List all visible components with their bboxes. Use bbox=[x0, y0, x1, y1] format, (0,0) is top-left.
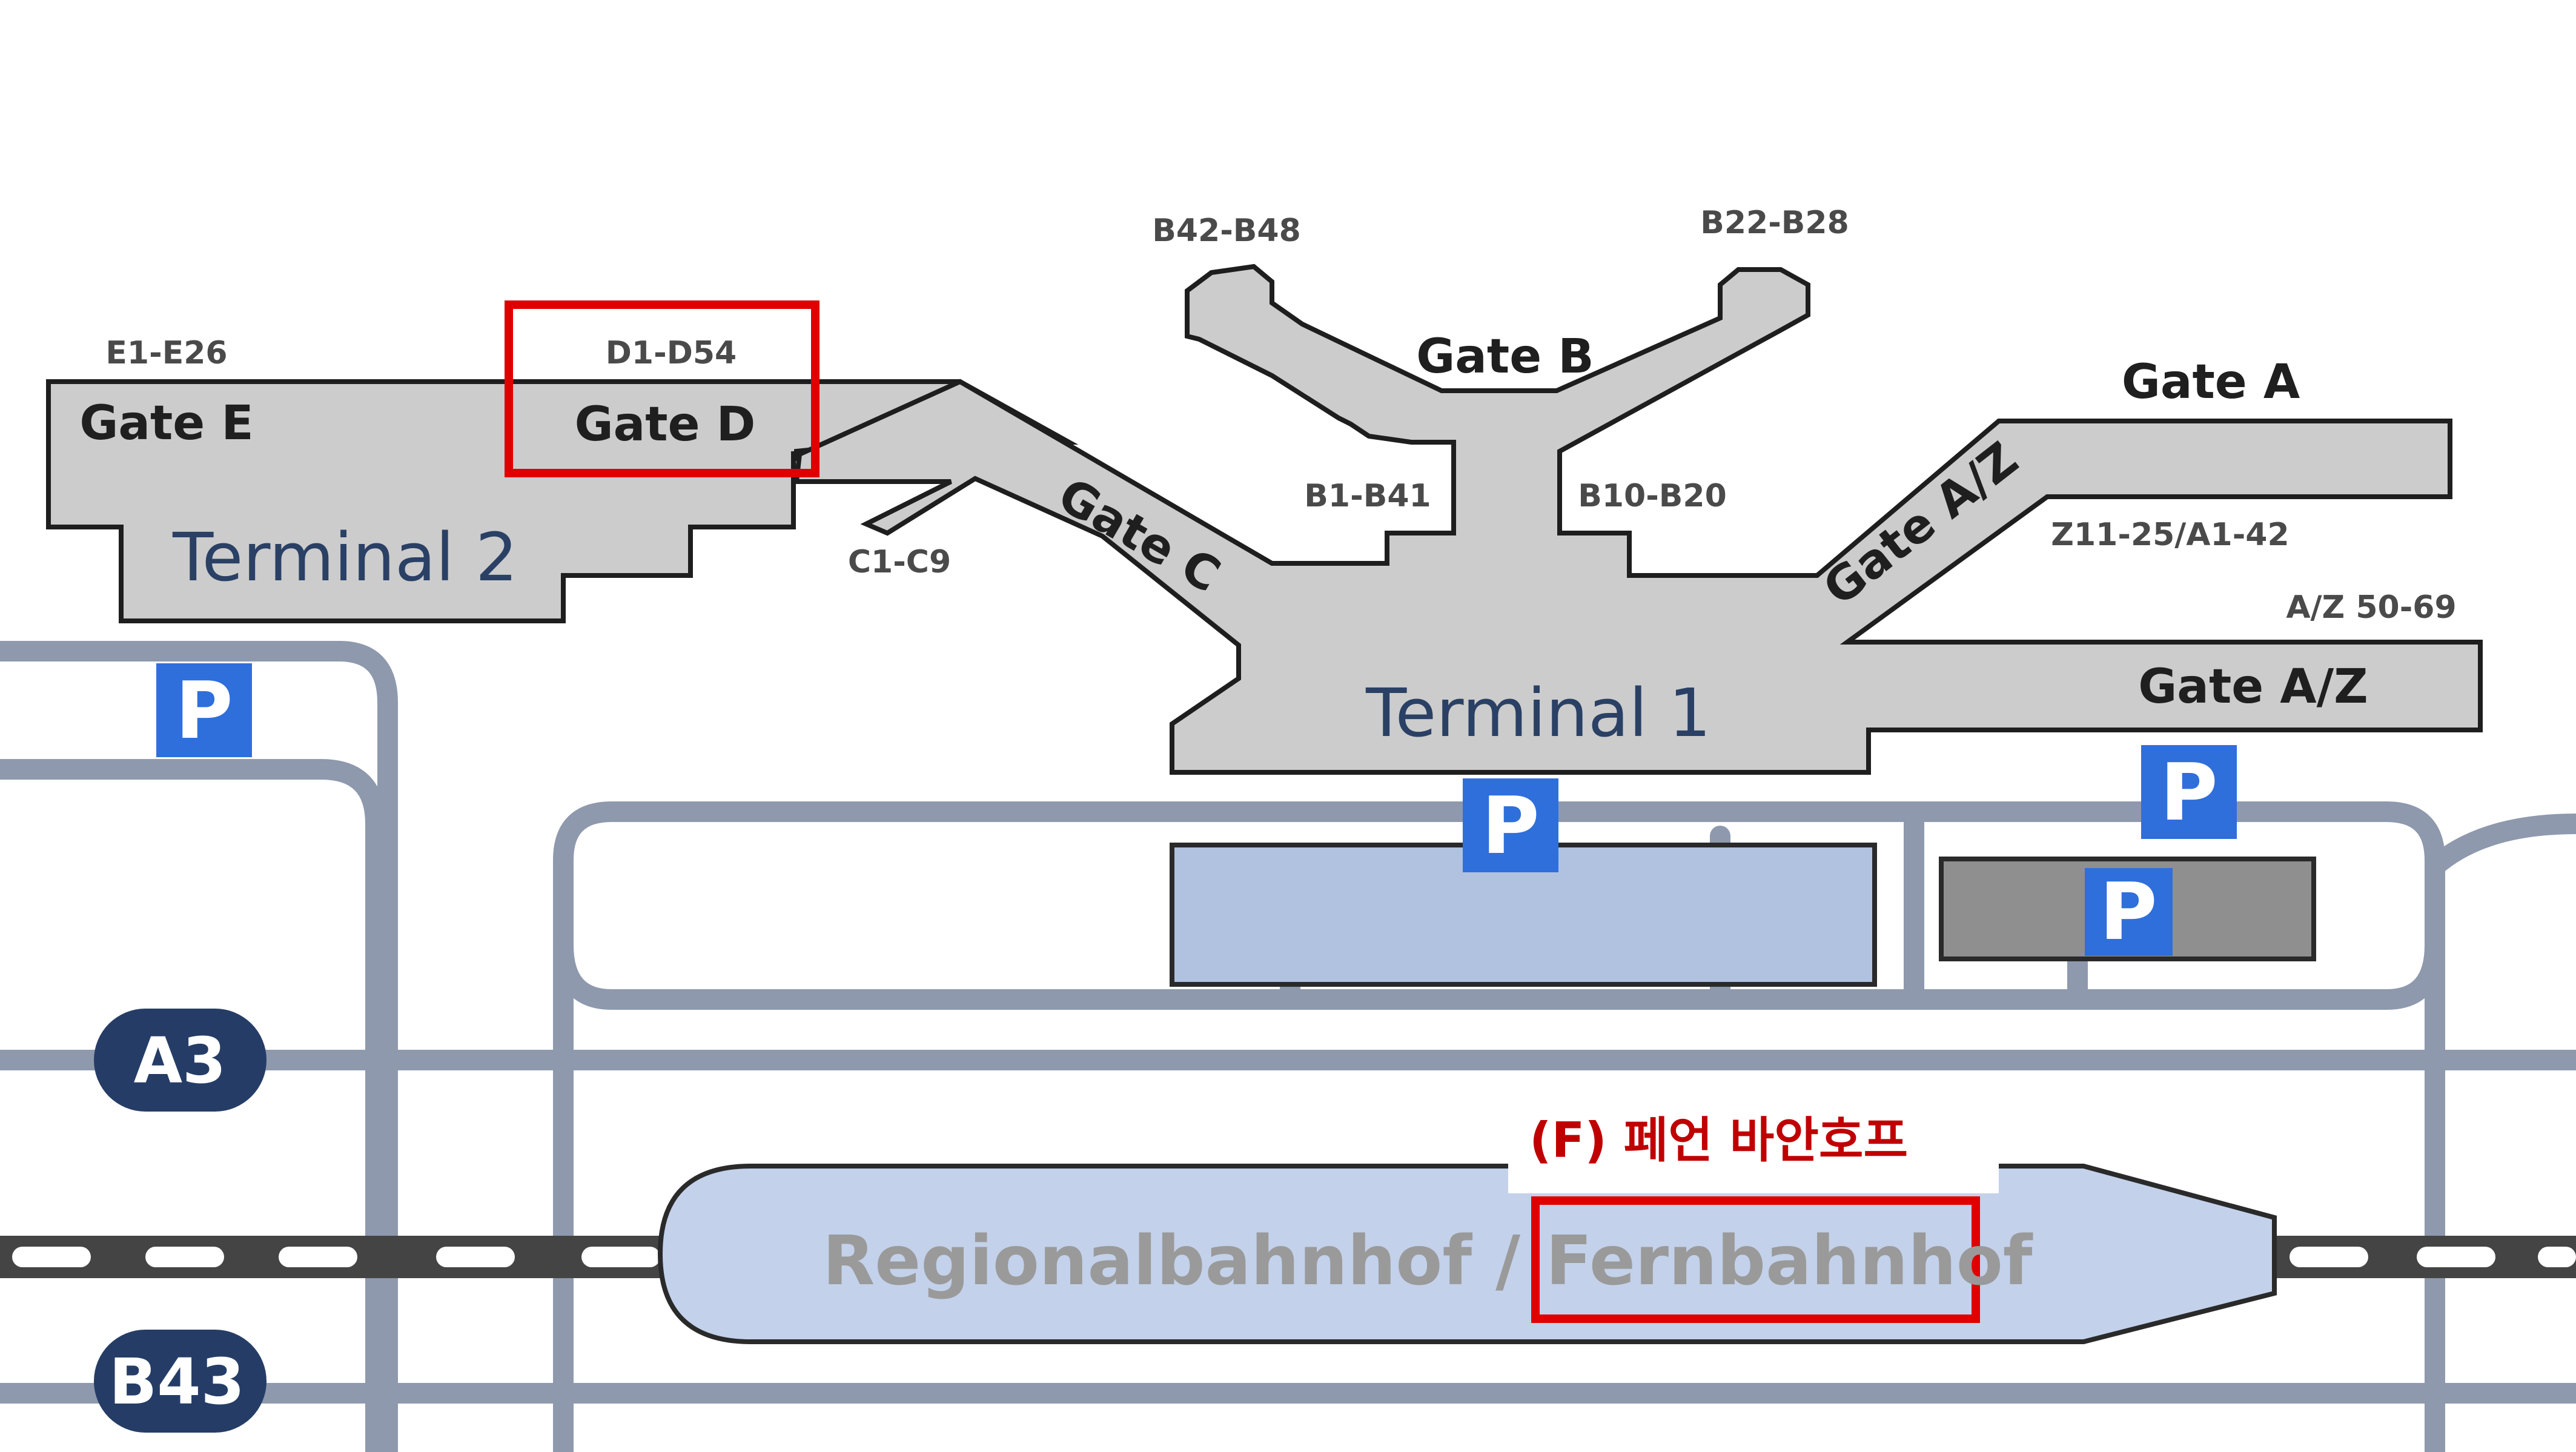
terminal-1-label: Terminal 1 bbox=[1365, 674, 1711, 752]
road-badge: B43 bbox=[94, 1330, 267, 1433]
gate-b-range-3: B1-B41 bbox=[1304, 478, 1431, 514]
gate-az-range: A/Z 50-69 bbox=[2286, 589, 2456, 626]
gate-d-highlight bbox=[505, 300, 819, 477]
parking-label: P bbox=[2099, 866, 2157, 958]
gate-e-name: Gate E bbox=[79, 396, 253, 451]
parking-icon[interactable]: P bbox=[2085, 866, 2173, 958]
gate-a-name: Gate A bbox=[2122, 355, 2300, 409]
station-callout: (F) 페언 바안호프 bbox=[1529, 1112, 1908, 1169]
gate-b-range-4: B10-B20 bbox=[1578, 478, 1727, 514]
station-name-regional: Regionalbahnhof / bbox=[823, 1222, 1520, 1301]
parking-garage-terminal-1[interactable] bbox=[1170, 843, 1877, 987]
parking-icon[interactable]: P bbox=[2141, 745, 2237, 839]
station-name-fern: Fernbahnhof bbox=[1546, 1222, 2033, 1301]
fernbahnhof-highlight bbox=[1531, 1196, 1980, 1323]
gate-e-range: E1-E26 bbox=[105, 335, 227, 371]
parking-label: P bbox=[175, 665, 233, 757]
parking-label: P bbox=[1482, 780, 1539, 872]
parking-icon[interactable]: P bbox=[156, 663, 252, 757]
parking-label: P bbox=[2160, 746, 2217, 838]
gate-d-range: D1-D54 bbox=[606, 335, 737, 371]
gate-c-range: C1-C9 bbox=[848, 544, 951, 580]
road-b43-label: B43 bbox=[109, 1345, 245, 1419]
gate-b-range-1: B42-B48 bbox=[1152, 213, 1301, 249]
callout-background bbox=[1508, 1102, 1999, 1193]
railway-dashes bbox=[12, 1247, 2576, 1267]
terminal-1[interactable] bbox=[793, 264, 2483, 775]
gate-b-name: Gate B bbox=[1416, 330, 1594, 384]
road-a3-label: A3 bbox=[134, 1024, 227, 1098]
gate-az-name: Gate A/Z bbox=[2138, 660, 2368, 714]
gate-a-range: Z11-25/A1-42 bbox=[2051, 517, 2289, 553]
gate-b-range-2: B22-B28 bbox=[1700, 205, 1849, 241]
gate-d-name: Gate D bbox=[575, 397, 756, 452]
train-station[interactable] bbox=[657, 1164, 2277, 1344]
parking-icon[interactable]: P bbox=[1463, 778, 1558, 872]
motorway-badge: A3 bbox=[94, 1009, 267, 1112]
terminal-2-label: Terminal 2 bbox=[172, 519, 518, 596]
